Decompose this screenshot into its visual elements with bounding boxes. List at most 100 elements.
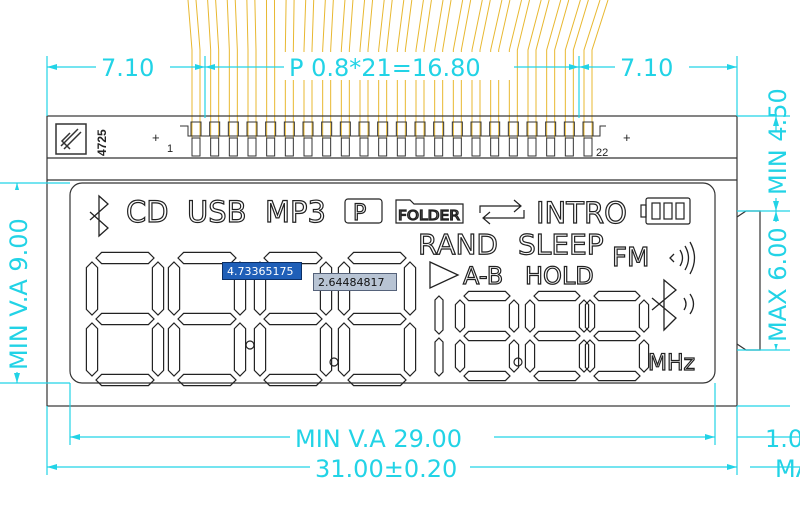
glass-outline [46,115,761,407]
segment-legends: CD USB MP3 P FOLDER INTRO RAND SLEEP FM … [89,194,696,377]
digit-segment [151,261,165,316]
pad-leg [210,137,220,157]
digit-segment [524,339,536,373]
connector-pad [283,121,295,137]
battery-icon [640,197,691,225]
cable-trace [246,0,257,138]
cable-trace [322,0,334,138]
cable-trace [284,0,295,138]
cable-trace [434,0,452,138]
digit-segment [593,370,641,382]
cable-trace [226,0,238,138]
pad-leg [434,137,444,157]
digit-segment [167,322,181,377]
pad-leg [527,137,537,157]
play-icon [429,260,460,290]
dim-pitch: P 0.8*21=16.80 [289,54,481,82]
measure-tag-2[interactable]: 2.64484817 [313,273,397,291]
dim-right-margin: 7.10 [620,54,673,82]
digit-separators [245,340,523,367]
pad-leg [546,137,556,157]
cable-trace [207,0,220,138]
digit-segment [463,290,511,302]
seg-folder: FOLDER [398,209,460,224]
digit-segment [403,261,417,316]
seg-usb: USB [187,195,247,229]
dim-max-height: MAX 6.00 [764,227,792,342]
cable-trace [415,0,432,138]
digit-segment [263,312,323,326]
cable-trace [340,0,354,138]
digit-segment [85,322,99,377]
pad-leg [340,137,350,157]
dim-right-small-2: MA [775,455,800,483]
pad-strip [180,125,606,137]
seg-rand: RAND [418,228,498,261]
seg-sleep: SLEEP [518,228,604,261]
pad-leg [564,137,574,157]
digit-segment [263,373,323,387]
digit-segment [533,370,581,382]
digit-segment [533,290,581,302]
digit-segment [463,370,511,382]
pad-leg [508,137,518,157]
plus-mark-left: + [152,130,160,145]
cable-trace [527,0,550,138]
seg-hold: HOLD [525,262,594,290]
cable-trace [471,0,491,138]
digit-segment [508,299,520,333]
digit-segment [337,261,351,316]
digit-segment [177,373,237,387]
digit-cell [454,290,520,382]
cable-trace [452,0,472,138]
measure-tag-1[interactable]: 4.73365175 [222,262,302,280]
digit-segment [638,339,650,373]
digit-segment [463,330,511,342]
seg-p: P [353,201,366,226]
digit-segment [578,299,590,333]
bluetooth-icon [89,194,109,238]
seg-mp3: MP3 [265,195,326,229]
seg-ab: A-B [463,262,503,290]
cable-trace [583,0,609,138]
digit-segment [584,339,596,373]
seg-fm: FM [612,243,649,273]
digit-segment [319,322,333,377]
digit-cell [584,290,650,382]
digit-segment [151,322,165,377]
dim-top-height: MIN 4.50 [764,88,792,195]
digit-segment [85,261,99,316]
digit-segment [593,290,641,302]
digit-cell [434,295,444,377]
pad-leg [396,137,406,157]
digit-segment [95,251,155,265]
digit-segment [454,339,466,373]
seven-segment-digits [85,251,650,387]
digit-segment [347,251,407,265]
pad-leg [359,137,369,157]
dim-right-small-1: 1.0 [765,425,800,453]
pin-first-label: 1 [167,143,173,155]
digit-segment [177,312,237,326]
digit-segment [638,299,650,333]
pad-leg [284,137,294,157]
digit-segment [454,299,466,333]
digit-segment [347,373,407,387]
plus-mark-right: + [623,130,631,145]
dimension-arrows [14,64,779,470]
digit-segment [95,373,155,387]
cable-trace [490,0,511,138]
digit-segment [177,251,237,265]
digit-segment [434,295,444,335]
bluetooth-icon-right [651,278,695,332]
cable-trace [396,0,413,138]
digit-segment [95,312,155,326]
pad-leg [490,137,500,157]
pad-leg [228,137,238,157]
digit-segment [347,312,407,326]
seg-mhz: MHz [648,351,695,376]
pad-leg [303,137,313,157]
digit-segment [319,261,333,316]
digit-segment [578,339,590,373]
repeat-icon [479,199,525,225]
